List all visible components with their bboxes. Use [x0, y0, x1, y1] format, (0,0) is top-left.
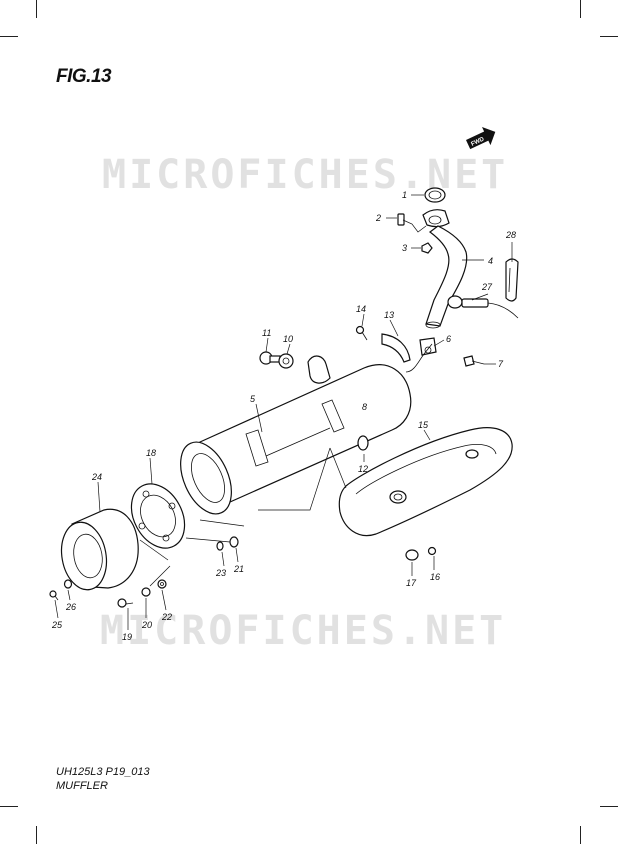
part-17-collar	[405, 549, 419, 561]
callout-1: 1	[402, 190, 407, 200]
part-27-o2-sensor	[447, 295, 519, 319]
crop-mark-top-left-vertical	[36, 0, 37, 18]
part-5-muffler-body	[180, 343, 433, 515]
part-3-nut	[421, 242, 433, 254]
callout-13: 13	[384, 310, 394, 320]
part-20-washer	[141, 587, 151, 597]
callout-28: 28	[505, 230, 516, 240]
assembly-lines	[139, 219, 427, 587]
part-13-heat-shield	[381, 333, 411, 363]
part-23-washer	[216, 541, 224, 551]
callout-2: 2	[375, 213, 381, 223]
crop-mark-bottom-left-vertical	[36, 826, 37, 844]
callout-18: 18	[146, 448, 156, 458]
callout-26: 26	[65, 602, 76, 612]
callout-14: 14	[356, 304, 366, 314]
callouts: 1 2 3 4 5 6 7 8 10 11 12 13 14 15 16 17 …	[51, 190, 516, 642]
part-1-gasket	[424, 187, 446, 203]
callout-11: 11	[262, 328, 271, 338]
part-22-washer	[157, 579, 167, 589]
callout-15: 15	[418, 420, 429, 430]
callout-8: 8	[362, 402, 367, 412]
part-2-stud	[397, 213, 405, 226]
part-6-clamp	[419, 337, 437, 356]
crop-mark-top-left-horizontal	[0, 36, 18, 37]
part-25-bolt	[49, 590, 59, 601]
part-19-bolt	[117, 598, 134, 608]
callout-19: 19	[122, 632, 132, 642]
part-4-exhaust-pipe	[422, 209, 468, 329]
part-12-rubber	[357, 435, 369, 451]
part-10-grommet	[278, 353, 294, 369]
callout-5: 5	[250, 394, 256, 404]
callout-20: 20	[141, 620, 152, 630]
muffler-mount-bracket	[307, 355, 331, 384]
part-7-bolt	[463, 355, 485, 367]
fwd-label: FWD	[470, 136, 486, 147]
callout-6: 6	[446, 334, 451, 344]
part-26-washer	[63, 579, 73, 589]
callout-25: 25	[51, 620, 63, 630]
callout-21: 21	[233, 564, 244, 574]
callout-7: 7	[498, 359, 504, 369]
callout-24: 24	[91, 472, 102, 482]
footer-code: UH125L3 P19_013	[56, 766, 150, 778]
part-28-bracket	[505, 258, 519, 302]
part-15-heat-cover	[338, 427, 513, 537]
callout-leaders	[54, 194, 513, 630]
footer-section: MUFFLER	[56, 780, 108, 792]
callout-3: 3	[402, 243, 407, 253]
callout-12: 12	[358, 464, 368, 474]
crop-mark-bottom-right-horizontal	[600, 806, 618, 807]
callout-23: 23	[215, 568, 226, 578]
part-18-end-plate	[130, 483, 186, 549]
part-16-bolt	[427, 546, 437, 556]
part-21-nut	[229, 536, 239, 548]
figure-title: FIG.13	[56, 66, 112, 87]
callout-27: 27	[481, 282, 493, 292]
crop-mark-top-right-horizontal	[600, 36, 618, 37]
callout-10: 10	[283, 334, 293, 344]
callout-17: 17	[406, 578, 417, 588]
crop-mark-top-right-vertical	[580, 0, 581, 18]
part-24-end-cap	[60, 508, 139, 591]
part-11-bolt	[259, 351, 281, 365]
callout-4: 4	[488, 256, 493, 266]
callout-16: 16	[430, 572, 440, 582]
crop-mark-bottom-right-vertical	[580, 826, 581, 844]
fwd-arrow-icon: FWD	[466, 127, 496, 150]
callout-22: 22	[161, 612, 172, 622]
part-14-screw	[355, 325, 368, 341]
crop-mark-bottom-left-horizontal	[0, 806, 18, 807]
watermark-bottom: MICROFICHES.NET	[100, 608, 507, 654]
